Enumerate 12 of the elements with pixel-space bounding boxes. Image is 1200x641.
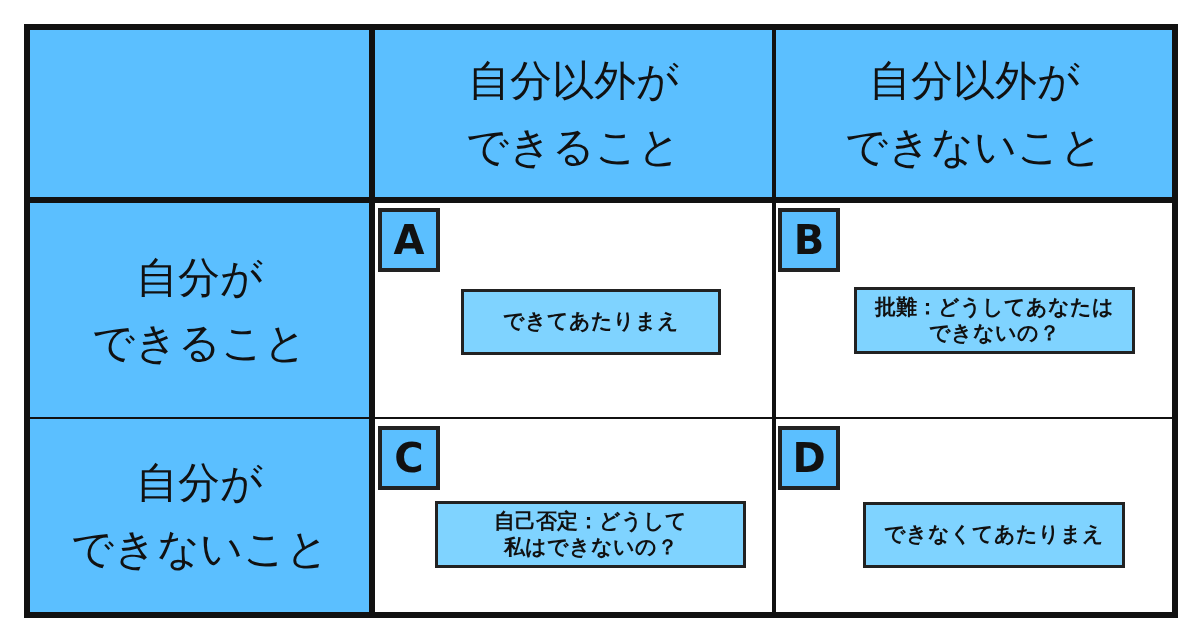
text-box: 批難：どうしてあなたはできないの？ xyxy=(854,287,1135,354)
text-box: できてあたりまえ xyxy=(461,289,721,355)
header-cell: 自分ができないこと xyxy=(30,419,369,612)
letter-badge: C xyxy=(378,426,440,490)
header-cell: 自分以外ができること xyxy=(375,30,772,197)
header-cell: 自分ができること xyxy=(30,203,369,417)
letter-badge: D xyxy=(778,426,840,490)
text-box: 自己否定：どうして私はできないの？ xyxy=(435,501,746,568)
header-cell: 自分以外ができないこと xyxy=(776,30,1172,197)
letter-badge: B xyxy=(778,208,840,272)
letter-badge: A xyxy=(378,208,440,272)
text-box: できなくてあたりまえ xyxy=(863,502,1125,568)
